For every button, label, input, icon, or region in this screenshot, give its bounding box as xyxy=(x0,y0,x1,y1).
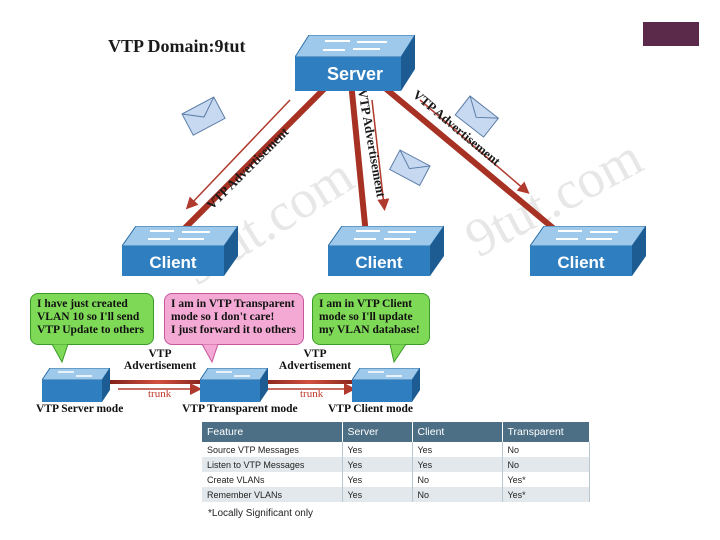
link-server-client-center xyxy=(349,89,369,238)
client-label: Client xyxy=(355,253,403,272)
client-label: Client xyxy=(149,253,197,272)
table-cell: Listen to VTP Messages xyxy=(202,457,343,472)
adv-small-line1: VTP xyxy=(303,348,327,360)
table-cell: Yes xyxy=(412,442,503,457)
table-row: Remember VLANs Yes No Yes* xyxy=(202,487,590,502)
mode-label-server: VTP Server mode xyxy=(36,403,124,415)
trunk-link-1 xyxy=(108,380,208,384)
scenario-switch-client xyxy=(351,367,421,402)
bubble-line: I am in VTP Client xyxy=(319,298,413,310)
envelope-icon xyxy=(388,149,431,187)
adv-small-line2: Advertisement xyxy=(278,360,352,372)
table-cell: Remember VLANs xyxy=(202,487,343,502)
table-cell: Yes xyxy=(342,487,413,502)
table-cell: Yes* xyxy=(502,472,590,487)
trunk-label-1: trunk xyxy=(148,388,172,400)
client-switch-left: Client xyxy=(122,226,238,276)
bubble-tail xyxy=(201,344,219,364)
bubble-line: I have just created xyxy=(37,298,128,310)
bubble-tail xyxy=(51,344,69,364)
bubble-tail xyxy=(389,344,407,364)
server-label: Server xyxy=(326,64,384,84)
table-cell: No xyxy=(502,442,590,457)
adv-small-line2: Advertisement xyxy=(123,360,197,372)
scenario-switch-server xyxy=(41,367,111,402)
table-cell: No xyxy=(412,472,503,487)
adv-small-label-1: VTP Advertisement xyxy=(120,348,200,372)
speech-bubble-client: I am in VTP Client mode so I'll update m… xyxy=(312,293,430,345)
adv-small-line1: VTP xyxy=(148,348,172,360)
server-switch: Server xyxy=(295,35,415,91)
bubble-line: mode so I'll update xyxy=(319,311,413,323)
speech-bubble-server: I have just created VLAN 10 so I'll send… xyxy=(30,293,154,345)
header-server: Server xyxy=(342,422,413,442)
table-cell: Yes* xyxy=(502,487,590,502)
table-cell: Yes xyxy=(342,472,413,487)
adv-arrow-center xyxy=(371,99,390,211)
table-cell: Yes xyxy=(412,457,503,472)
header-client: Client xyxy=(412,422,503,442)
client-switch-right: Client xyxy=(530,226,646,276)
link-server-client-right xyxy=(382,85,568,241)
scenario-switch-transparent xyxy=(199,367,269,402)
adv-small-label-2: VTP Advertisement xyxy=(275,348,355,372)
table-row: Source VTP Messages Yes Yes No xyxy=(202,442,590,457)
table-row: Create VLANs Yes No Yes* xyxy=(202,472,590,487)
bubble-line: VTP Update to others xyxy=(37,324,145,336)
table-cell: Source VTP Messages xyxy=(202,442,343,457)
bubble-line: mode so I don't care! xyxy=(171,311,275,323)
table-cell: Yes xyxy=(342,442,413,457)
envelope-icon xyxy=(181,96,226,136)
client-label: Client xyxy=(557,253,605,272)
vtp-feature-table: Feature Server Client Transparent Source… xyxy=(202,422,590,502)
speech-bubble-transparent: I am in VTP Transparent mode so I don't … xyxy=(164,293,304,345)
bubble-line: VLAN 10 so I'll send xyxy=(37,311,140,323)
bubble-line: I am in VTP Transparent xyxy=(171,298,295,310)
bubble-line: my VLAN database! xyxy=(319,324,420,336)
adv-arrow-left xyxy=(185,99,291,210)
slide-corner-block xyxy=(643,22,699,46)
link-server-client-left xyxy=(172,85,328,241)
trunk-link-2 xyxy=(258,380,360,384)
table-cell: Create VLANs xyxy=(202,472,343,487)
table-row: Listen to VTP Messages Yes Yes No xyxy=(202,457,590,472)
envelope-icon xyxy=(454,95,500,138)
adv-arrow-right xyxy=(419,99,530,194)
table-cell: No xyxy=(412,487,503,502)
bubble-line: I just forward it to others xyxy=(171,324,296,336)
adv-label-left: VTP Advertisement xyxy=(204,124,292,212)
header-feature: Feature xyxy=(202,422,343,442)
client-switch-center: Client xyxy=(328,226,444,276)
header-transparent: Transparent xyxy=(502,422,590,442)
mode-label-transparent: VTP Transparent mode xyxy=(182,403,298,415)
table-footnote: *Locally Significant only xyxy=(208,508,314,519)
table-cell: No xyxy=(502,457,590,472)
mode-label-client: VTP Client mode xyxy=(328,403,413,415)
table-header-row: Feature Server Client Transparent xyxy=(202,422,590,442)
trunk-label-2: trunk xyxy=(300,388,324,400)
diagram-title: VTP Domain:9tut xyxy=(108,36,246,56)
table-cell: Yes xyxy=(342,457,413,472)
